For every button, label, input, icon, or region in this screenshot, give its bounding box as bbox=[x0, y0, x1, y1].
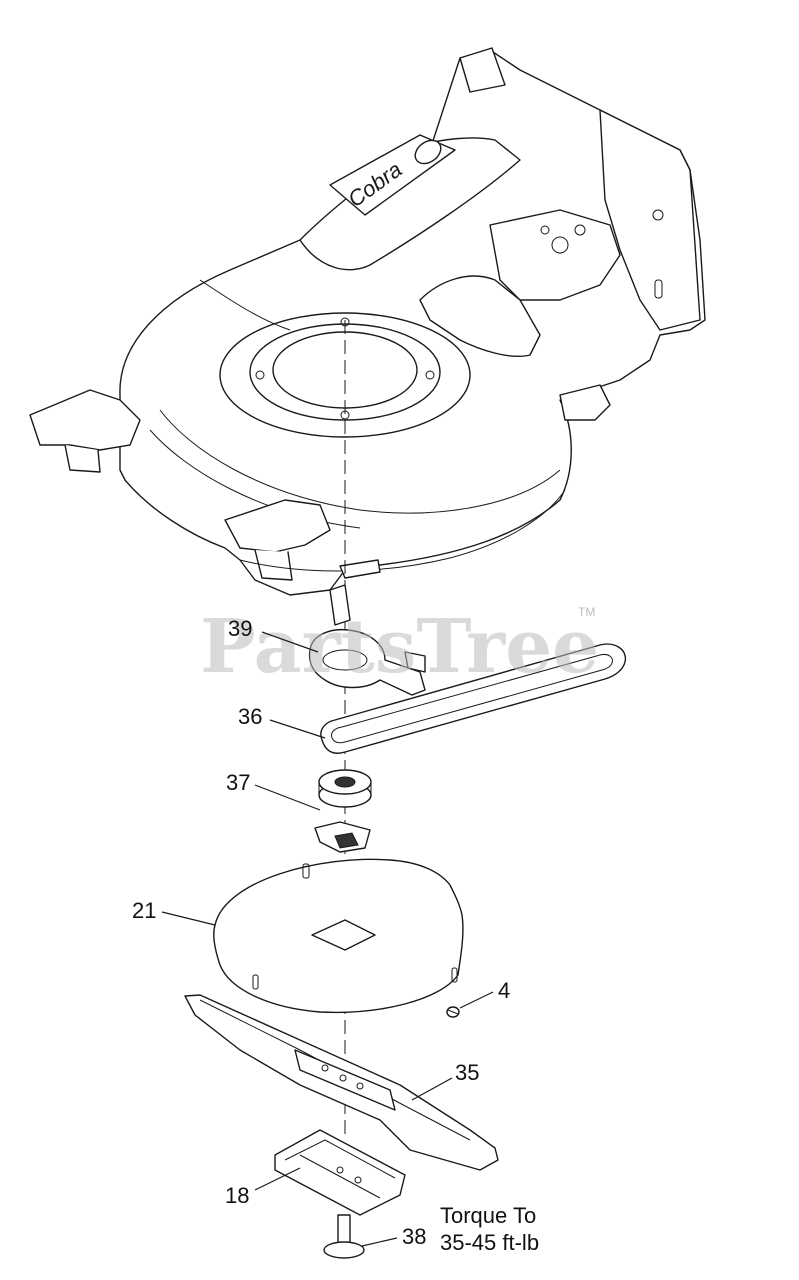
watermark: PartsTree TM bbox=[200, 604, 599, 690]
torque-note-line2: 35-45 ft-lb bbox=[440, 1230, 539, 1255]
part-35-blade bbox=[184, 994, 499, 1171]
callout-4: 4 bbox=[498, 978, 510, 1003]
callout-18: 18 bbox=[225, 1183, 249, 1208]
watermark-trademark: TM bbox=[578, 605, 595, 619]
callout-39: 39 bbox=[228, 616, 252, 641]
torque-note: Torque To 35-45 ft-lb bbox=[440, 1203, 539, 1255]
callout-36: 36 bbox=[238, 704, 262, 729]
leader-lines bbox=[161, 631, 494, 1247]
part-18-stiffener bbox=[274, 1129, 406, 1216]
watermark-text: PartsTree bbox=[200, 604, 599, 690]
callout-35: 35 bbox=[455, 1060, 479, 1085]
blade-adapter bbox=[314, 821, 371, 853]
callout-38: 38 bbox=[402, 1224, 426, 1249]
callout-21: 21 bbox=[132, 898, 156, 923]
callout-37: 37 bbox=[226, 770, 250, 795]
part-38-bolt bbox=[323, 1214, 365, 1259]
mower-deck: Cobra bbox=[29, 47, 706, 596]
part-36-belt bbox=[320, 643, 627, 754]
part-37-bearing bbox=[318, 769, 372, 808]
part-39-bracket bbox=[308, 584, 426, 696]
callouts: 39 36 37 21 4 35 18 38 bbox=[132, 616, 510, 1249]
part-4-screw bbox=[446, 1006, 460, 1018]
logo-emblem bbox=[414, 139, 442, 165]
part-21-disc bbox=[213, 858, 464, 1014]
torque-note-line1: Torque To bbox=[440, 1203, 536, 1228]
